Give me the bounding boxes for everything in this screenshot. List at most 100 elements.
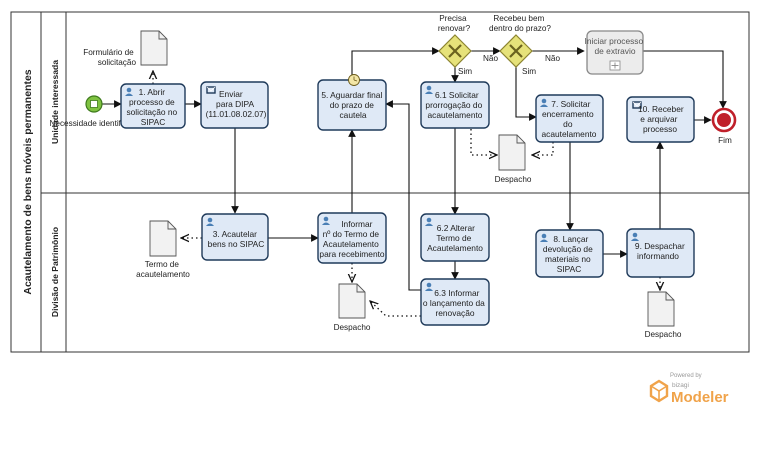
svg-text:Despacho: Despacho [334,323,371,332]
task-label-line: prorrogação do [425,100,482,110]
document-despacho[interactable]: Despacho [645,291,682,339]
task-acautelar-bens[interactable]: 3. Acautelar bens no SIPAC [201,213,269,261]
task-label-line: processo de [129,97,175,107]
task-informar-renovacao[interactable]: 6.3 Informar o lançamento da renovação [420,278,490,326]
user-icon [206,217,214,226]
task-label-line: acautelamento [428,110,483,120]
task-solicitar-prorrogacao[interactable]: 6.1 Solicitar prorrogação do acautelamen… [420,81,490,129]
svg-text:Formulário de solicitaçã: Formulário de solicitação [83,48,136,67]
svg-text:9. Despachar informando: 9. Despachar informando [635,241,687,261]
task-label-line: Enviar [219,89,243,99]
document-despacho[interactable]: Despacho [495,134,532,184]
flow-label-nao: Não [483,54,498,63]
user-icon [631,232,639,241]
task-label-line: devolução de [543,244,593,254]
gateway-label-line: renovar? [438,24,471,33]
associations [153,71,660,317]
document-formulario[interactable]: Formulário de solicitação [83,30,168,67]
task-label-line: nº do Termo de [323,229,380,239]
svg-text:Necessidade identificada: Necessidade identificada [49,119,140,128]
task-label-line: do [563,119,573,129]
expand-plus-icon [609,60,621,71]
lane-title-top: Unidade interessada [50,60,60,144]
document-label-line: Formulário de [83,48,134,57]
task-label-line: bens no SIPAC [208,239,265,249]
x-cross-icon [509,44,523,58]
gateway-precisa-renovar[interactable]: Precisa renovar? [438,14,472,68]
gateway-label-line: Recebeu bem [493,14,544,23]
flow-label-sim: Sim [458,67,472,76]
document-termo-acautelamento[interactable]: Termo de acautelamento [136,220,190,279]
watermark-product: Modeler [671,389,729,406]
task-label-line: para recebimento [319,249,385,259]
task-enviar-dipa[interactable]: Enviar para DIPA (11.01.08.02.07) [200,81,269,129]
flow-label-sim: Sim [522,67,536,76]
user-icon [425,217,433,226]
task-label-line: o lançamento da [423,298,485,308]
document-label-line: Despacho [334,323,371,332]
flow-labels: Sim Não Sim Não [458,54,560,76]
svg-text:Informar nº do Termo de: Informar nº do Termo de Acautelamento pa… [319,219,385,259]
task-despachar-informando[interactable]: 9. Despachar informando [626,228,695,278]
user-icon [322,216,330,225]
task-label-line: 1. Abrir [139,87,166,97]
task-label-line: acautelamento [542,129,597,139]
envelope-icon [206,86,216,94]
flow-label-nao: Não [545,54,560,63]
svg-text:10. Receber e arquivar: 10. Receber e arquivar processo [638,104,686,134]
document-label-line: Termo de [145,260,180,269]
x-cross-icon [448,44,462,58]
document-label-line: Despacho [645,330,682,339]
svg-text:Iniciar processo de extr: Iniciar processo de extravio [585,36,646,56]
start-label: Necessidade identificada [49,119,140,128]
svg-text:Despacho: Despacho [495,175,532,184]
task-label-line: 9. Despachar [635,241,685,251]
task-label-line: encerramento [542,109,594,119]
svg-text:8. Lançar devolução de: 8. Lançar devolução de materiais no SIPA… [543,234,595,274]
user-icon [425,282,433,291]
task-label-line: 7. Solicitar [551,99,590,109]
task-label-line: do prazo de [330,100,375,110]
task-alterar-termo[interactable]: 6.2 Alterar Termo de Acautelamento [420,213,490,262]
document-label-line: solicitação [98,58,137,67]
gateway-recebeu-prazo[interactable]: Recebeu bem dentro do prazo? [489,14,551,68]
task-aguardar-prazo[interactable]: 5. Aguardar final do prazo de cautela [317,74,387,131]
start-event[interactable]: Necessidade identificada [49,95,141,128]
task-label-line: 5. Aguardar final [321,90,382,100]
svg-text:3. Acautelar bens no SIP: 3. Acautelar bens no SIPAC [208,229,265,249]
user-icon [540,233,548,242]
svg-text:6.2 Alterar Termo de: 6.2 Alterar Termo de Acautelamento [427,223,483,253]
task-label-line: SIPAC [141,117,166,127]
task-label-line: 6.3 Informar [434,288,479,298]
envelope-icon [632,101,642,109]
bizagi-watermark: Powered by bizagi Modeler [649,373,729,406]
task-receber-arquivar[interactable]: 10. Receber e arquivar processo [626,96,695,143]
task-label-line: cautela [339,110,366,120]
task-informar-termo[interactable]: Informar nº do Termo de Acautelamento pa… [317,212,387,264]
task-label-line: renovação [435,308,474,318]
task-label-line: para DIPA [216,99,254,109]
watermark-brand: bizagi [672,382,689,389]
bizagi-logo-icon [649,379,669,403]
user-icon [125,87,133,96]
end-event[interactable]: Fim [711,107,737,145]
gateway-label-line: dentro do prazo? [489,24,551,33]
task-label-line: Termo de [436,233,471,243]
task-solicitar-encerramento[interactable]: 7. Solicitar encerramento do acautelamen… [535,94,604,143]
task-label-line: processo [643,124,677,134]
task-label-line: SIPAC [557,264,582,274]
subprocess-label-line: Iniciar processo [585,36,644,46]
task-abrir-processo[interactable]: 1. Abrir processo de solicitação no SIPA… [120,83,186,129]
task-label-line: informando [637,251,679,261]
svg-text:Despacho: Despacho [645,330,682,339]
svg-text:7. Solicitar encerrament: 7. Solicitar encerramento do acautelamen… [542,99,597,139]
svg-text:Precisa renovar?: Precisa renovar? [438,14,471,33]
user-icon [425,85,433,94]
lane-title-bottom: Divisão de Patrimônio [50,227,60,317]
task-lancar-devolucao[interactable]: 8. Lançar devolução de materiais no SIPA… [535,229,604,278]
document-despacho[interactable]: Despacho [334,283,371,332]
subprocess-extravio[interactable]: Iniciar processo de extravio [585,30,646,75]
document-label-line: acautelamento [136,270,190,279]
task-label-line: Informar [341,219,372,229]
task-label-line: e arquivar [640,114,677,124]
